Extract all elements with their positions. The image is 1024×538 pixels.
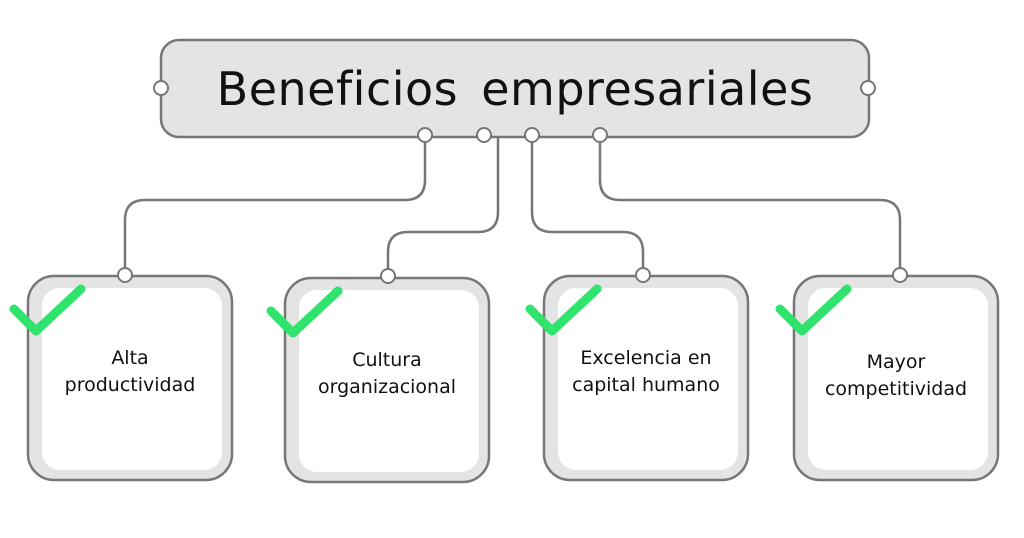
label-line: capital humano <box>572 374 720 396</box>
node <box>860 80 876 96</box>
label-line: Alta <box>111 347 149 369</box>
label-line: productividad <box>64 374 196 396</box>
item-label-4: Mayor competitividad <box>794 349 998 403</box>
node <box>592 127 608 143</box>
item-box-inner <box>299 290 479 472</box>
checkmark-icon <box>525 284 602 336</box>
connector-nodes <box>117 80 908 284</box>
node <box>524 127 540 143</box>
label-line: Mayor <box>866 351 926 373</box>
label-line: competitividad <box>824 378 968 400</box>
node <box>417 127 433 143</box>
label-line: Excelencia en <box>580 347 712 369</box>
item-label-1: Alta productividad <box>28 345 232 399</box>
node <box>635 267 651 283</box>
node <box>117 267 133 283</box>
node <box>476 127 492 143</box>
item-box-inner <box>42 288 222 470</box>
checkmark-icon <box>9 284 86 336</box>
item-label-3: Excelencia en capital humano <box>544 345 748 399</box>
connector-1 <box>123 137 427 275</box>
connector-2 <box>386 137 500 276</box>
label-line: Cultura <box>352 349 422 371</box>
connector-4 <box>598 137 902 275</box>
item-label-2: Cultura organizacional <box>285 347 489 401</box>
node <box>892 267 908 283</box>
label-line: organizacional <box>317 376 457 398</box>
connector-3 <box>530 137 645 275</box>
checkmark-icon <box>775 284 852 336</box>
diagram-title: Beneficios empresariales <box>216 61 814 116</box>
node <box>380 268 396 284</box>
item-box-inner <box>558 288 738 470</box>
connectors <box>123 137 902 276</box>
item-box-inner <box>808 288 988 470</box>
node <box>153 80 169 96</box>
checkmark-icon <box>266 286 343 338</box>
